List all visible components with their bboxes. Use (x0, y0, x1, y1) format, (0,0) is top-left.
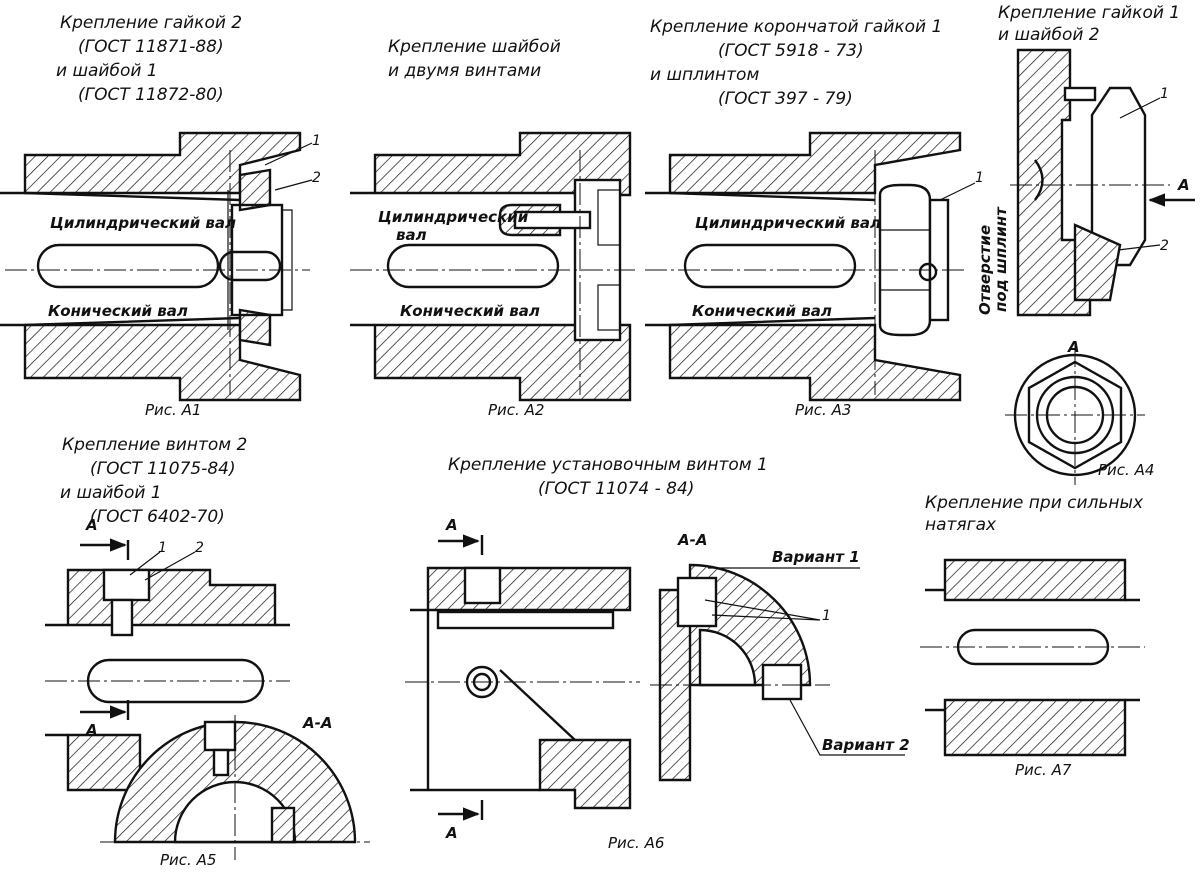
a2-key-slot (386, 243, 560, 289)
a6-variant-2: Вариант 2 (822, 736, 910, 754)
figure-a4: Крепление гайкой 1 и шайбой 2 1 2 А А Ри… (998, 3, 1195, 485)
a6-variant-1: Вариант 1 (772, 548, 860, 566)
a1-title-line-2: (ГОСТ 11871-88) (78, 37, 224, 57)
a1-title-line-3: и шайбой 1 (56, 61, 158, 81)
a1-nut (230, 203, 284, 317)
a3-callout-1: 1 (975, 170, 984, 186)
a4-caption: Рис. А4 (1098, 461, 1154, 479)
a1-callout-1: 1 (312, 133, 321, 149)
a1-caption: Рис. А1 (145, 401, 201, 419)
a3-vertical-note-2: под шплинт (992, 206, 1010, 312)
a6-title-line-2: (ГОСТ 11074 - 84) (538, 479, 694, 499)
a7-hub-section (920, 558, 1145, 757)
a1-title-line-4: (ГОСТ 11872-80) (78, 85, 224, 105)
a1-title-line-1: Крепление гайкой 2 (60, 13, 242, 33)
a3-castle-nut (878, 183, 932, 337)
a6-set-screw (463, 566, 502, 605)
figure-a1: Крепление гайкой 2 (ГОСТ 11871-88) и шай… (0, 13, 321, 419)
a3-title-line-1: Крепление корончатой гайкой 1 (650, 17, 942, 37)
a2-title-line-2: и двумя винтами (388, 61, 541, 81)
a7-title-line-2: натягах (925, 515, 997, 535)
a2-caption: Рис. А2 (488, 401, 544, 419)
a5-section-mark-top: А (85, 516, 98, 534)
a1-hub-section (0, 131, 313, 402)
a5-title-line-4: (ГОСТ 6402-70) (90, 507, 225, 527)
figure-a3: Крепление корончатой гайкой 1 (ГОСТ 5918… (645, 17, 1010, 419)
a5-callout-2: 2 (195, 540, 204, 556)
figure-a5: Крепление винтом 2 (ГОСТ 11075-84) и шай… (45, 435, 370, 869)
a3-title-line-2: (ГОСТ 5918 - 73) (718, 41, 864, 61)
a3-vertical-note-1: Отверстие (976, 225, 994, 315)
a4-title-line-2: и шайбой 2 (998, 25, 1100, 45)
figure-a7: Крепление при сильных натягах Рис. А7 (920, 493, 1145, 779)
a1-label-cylindrical: Цилиндрический вал (50, 214, 236, 232)
a6-section-mark-top: А (445, 516, 458, 534)
a5-screw (110, 598, 134, 637)
a3-cotter-pin (918, 262, 938, 282)
a3-title-line-4: (ГОСТ 397 - 79) (718, 89, 853, 109)
a4-view-a: А (1005, 338, 1145, 485)
figure-a6: Крепление установочным винтом 1 (ГОСТ 11… (405, 455, 910, 852)
a2-label-conical: Конический вал (400, 302, 540, 320)
a2-title-line-1: Крепление шайбой (388, 37, 561, 57)
a4-callout-1: 1 (1160, 86, 1169, 102)
a5-callout-1: 1 (158, 540, 167, 556)
a4-section (1010, 48, 1195, 317)
a3-label-conical: Конический вал (692, 302, 832, 320)
a3-caption: Рис. А3 (795, 401, 851, 419)
a5-title-line-3: и шайбой 1 (60, 483, 162, 503)
a4-view-label: А (1067, 338, 1080, 356)
a1-label-conical: Конический вал (48, 302, 188, 320)
a4-arrow-letter: А (1177, 176, 1190, 194)
a6-callout-1: 1 (822, 608, 831, 624)
a3-label-cylindrical: Цилиндрический вал (695, 214, 881, 232)
a6-section-label: А-А (677, 531, 707, 549)
a5-title-line-2: (ГОСТ 11075-84) (90, 459, 236, 479)
a6-title-line-1: Крепление установочным винтом 1 (448, 455, 768, 475)
a3-hub-section (645, 131, 976, 402)
a6-caption: Рис. А6 (608, 834, 664, 852)
figure-a2: Крепление шайбой и двумя винтами Цилиндр… (350, 37, 635, 419)
a6-section-mark-bottom: А (445, 824, 458, 842)
a3-key-slot (683, 243, 857, 289)
a5-section-mark-bottom: А (85, 721, 98, 739)
a6-hub-section (405, 534, 905, 821)
a5-hub-section (45, 538, 370, 860)
a7-title-line-1: Крепление при сильных (925, 493, 1144, 513)
a3-title-line-3: и шплинтом (650, 65, 759, 85)
a5-caption: Рис. А5 (160, 851, 216, 869)
a5-section-label: А-А (302, 714, 332, 732)
a1-callout-2: 2 (312, 170, 321, 186)
a4-title-line-1: Крепление гайкой 1 (998, 3, 1180, 23)
a4-callout-2: 2 (1160, 238, 1169, 254)
a2-hub-section (350, 131, 635, 402)
a1-key-slot (36, 243, 220, 289)
a5-title-line-1: Крепление винтом 2 (62, 435, 247, 455)
a7-caption: Рис. А7 (1015, 761, 1072, 779)
a2-label-cylindrical-1: Цилиндрический (378, 208, 529, 226)
a2-label-cylindrical-2: вал (396, 226, 427, 244)
